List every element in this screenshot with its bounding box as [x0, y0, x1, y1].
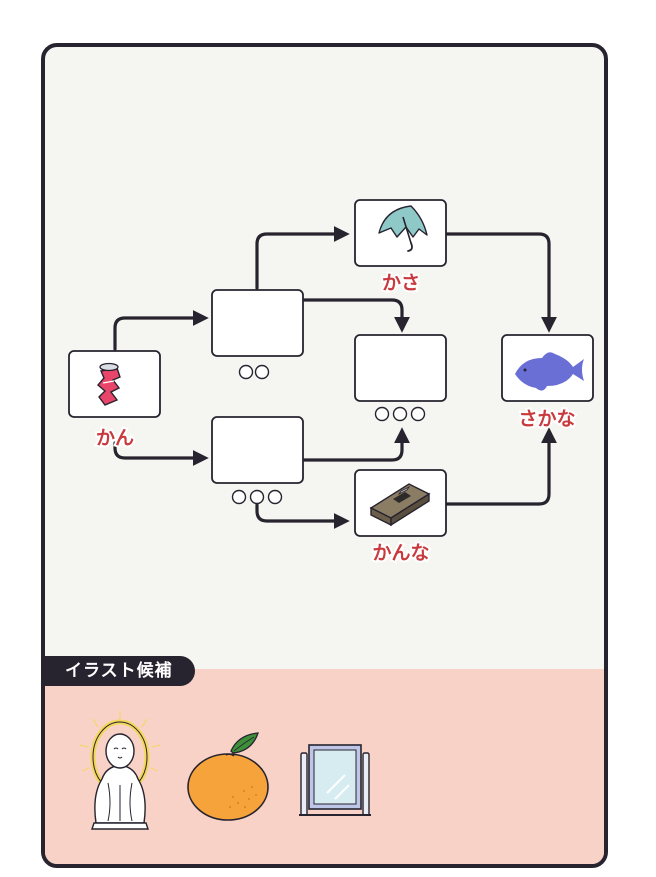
node-sakana[interactable]: さかな [501, 334, 594, 432]
candidate-tray: イラスト候補 [45, 656, 604, 864]
arrow-kan-to-upper [113, 310, 209, 351]
char-slot [238, 364, 254, 380]
arrow-lower-to-middle [301, 427, 410, 462]
answer-box-middle[interactable] [354, 334, 447, 402]
candidate-jizo[interactable] [78, 711, 162, 835]
arrow-upper-to-middle [301, 298, 410, 333]
crushed-can-icon [97, 362, 121, 406]
word-sakana: さかな [518, 408, 575, 430]
arrow-lower-to-kanna [255, 503, 350, 529]
jizo-statue-icon [79, 711, 161, 830]
node-blank-lower[interactable] [211, 416, 304, 505]
word-kasa: かさ [382, 272, 420, 294]
slot-row-middle [374, 406, 426, 422]
node-kasa[interactable]: かさ [354, 199, 447, 296]
node-blank-middle[interactable] [354, 334, 447, 422]
candidate-mikan[interactable] [186, 729, 276, 824]
char-slot [249, 489, 265, 505]
umbrella-icon [378, 205, 428, 252]
slot-row-upper [238, 364, 270, 380]
arrow-kanna-to-sakana [444, 427, 557, 506]
word-chain-board: かん かさ [68, 199, 594, 566]
connector-arrows [113, 226, 557, 529]
tray-title: イラスト候補 [45, 656, 195, 686]
char-slot [374, 406, 390, 422]
char-slot [392, 406, 408, 422]
slot-row-lower [231, 489, 283, 505]
node-kan[interactable]: かん [68, 350, 161, 451]
word-kan: かん [96, 427, 134, 449]
mirror-icon [299, 744, 371, 816]
arrow-upper-to-kasa [255, 226, 350, 290]
arrow-kan-to-lower [113, 441, 209, 466]
wood-plane-icon [369, 483, 431, 527]
answer-box-upper[interactable] [211, 289, 304, 357]
word-kanna: かんな [372, 542, 429, 564]
node-kanna[interactable]: かんな [354, 469, 447, 566]
char-slot [410, 406, 426, 422]
char-slot [254, 364, 270, 380]
char-slot [231, 489, 247, 505]
arrow-kasa-to-sakana [444, 232, 557, 333]
answer-box-lower[interactable] [211, 416, 304, 484]
mandarin-orange-icon [187, 732, 269, 821]
fish-icon [515, 352, 584, 391]
candidate-mirror[interactable] [297, 741, 373, 819]
char-slot [267, 489, 283, 505]
puzzle-card: かん かさ [41, 43, 608, 868]
node-blank-upper[interactable] [211, 289, 304, 380]
